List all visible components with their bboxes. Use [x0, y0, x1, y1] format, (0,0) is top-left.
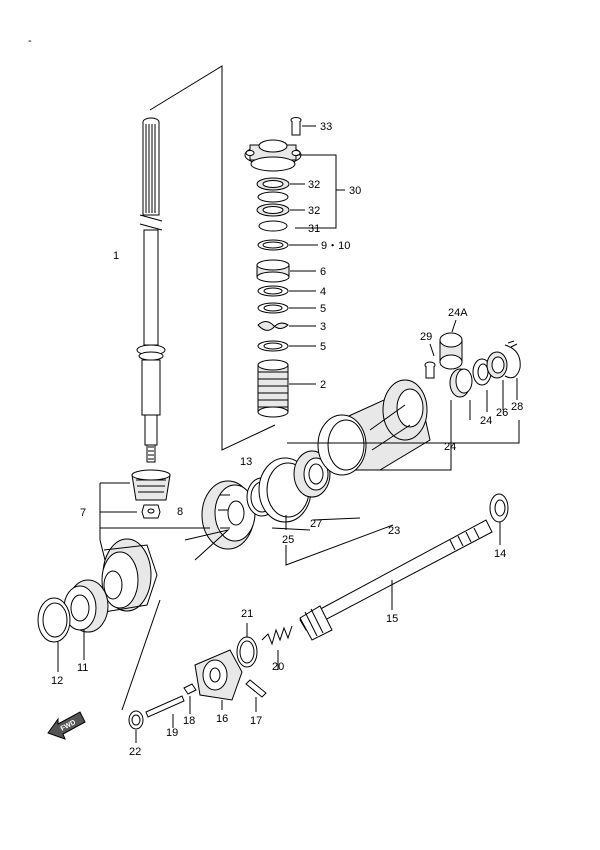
callout-22: 22 [129, 746, 141, 758]
fwd-arrow-icon: FWD [47, 711, 86, 740]
callout-24b: 24 [480, 415, 492, 427]
push-rod-19 [145, 695, 185, 718]
retaining-ring-28 [504, 340, 521, 379]
callout-32a: 32 [308, 179, 320, 191]
washer-5a [257, 302, 289, 314]
callout-33: 33 [320, 121, 332, 133]
callout-16: 16 [216, 713, 228, 725]
wave-spring-3 [257, 321, 289, 331]
callout-5a: 5 [320, 303, 326, 315]
top-mark: - [28, 35, 32, 47]
spring-ring-21 [236, 636, 258, 668]
callout-31: 31 [308, 223, 320, 235]
callout-13: 13 [240, 456, 252, 468]
bolt-29 [424, 361, 436, 379]
callouts: 1 33 32 30 32 31 9・10 6 4 5 3 5 2 24A 29… [51, 121, 523, 758]
bearing-housing [244, 139, 302, 172]
callout-7: 7 [80, 507, 86, 519]
callout-21: 21 [241, 608, 253, 620]
pin-17 [245, 679, 267, 698]
callout-28: 28 [511, 401, 523, 413]
callout-6: 6 [320, 266, 326, 278]
callout-29: 29 [420, 331, 432, 343]
oil-seal-26 [486, 351, 508, 379]
callout-15: 15 [386, 613, 398, 625]
callout-30: 30 [349, 185, 361, 197]
upper-bearing-stack [256, 177, 290, 251]
callout-18: 18 [183, 715, 195, 727]
callout-1: 1 [113, 250, 119, 262]
propeller-shaft [299, 519, 493, 641]
pin-18 [183, 683, 197, 695]
ball-bearing-27 [293, 450, 331, 498]
callout-24A: 24A [448, 307, 468, 319]
callout-12: 12 [51, 675, 63, 687]
oil-seal-24 [472, 358, 492, 386]
callout-26: 26 [496, 407, 508, 419]
spring-20 [261, 625, 293, 646]
needle-bearing-24A [439, 332, 463, 370]
propeller-shaft-housing [317, 379, 431, 476]
callout-8: 8 [177, 506, 183, 518]
pinion-gear [131, 469, 171, 501]
callout-17: 17 [250, 715, 262, 727]
shim-ring-12 [37, 597, 71, 643]
washer-4 [257, 285, 289, 297]
callout-4: 4 [320, 286, 326, 298]
gear-bearing-11 [63, 579, 109, 633]
roller-bearing-2 [257, 359, 289, 418]
clutch-dog [194, 649, 243, 701]
callout-23: 23 [388, 525, 400, 537]
washer-22 [128, 710, 144, 730]
callout-32b: 32 [308, 205, 320, 217]
callout-24a: 24 [444, 441, 456, 453]
pinion-nut [141, 504, 161, 519]
housing-bolt [290, 117, 302, 136]
thrust-bearing [256, 259, 290, 283]
thrust-washer-14 [489, 493, 509, 523]
callout-27: 27 [310, 518, 322, 530]
callout-14: 14 [494, 548, 506, 560]
callout-2: 2 [320, 379, 326, 391]
needle-bearing-24 [449, 368, 473, 398]
drive-shaft [136, 117, 166, 463]
callout-5b: 5 [320, 341, 326, 353]
callout-25: 25 [282, 534, 294, 546]
bevel-gear-large [101, 538, 158, 613]
callout-20: 20 [272, 661, 284, 673]
callout-11: 11 [77, 662, 88, 674]
callout-19: 19 [166, 727, 178, 739]
callout-9-10: 9・10 [321, 240, 350, 252]
forward-gear [201, 480, 256, 550]
callout-3: 3 [320, 321, 326, 333]
washer-5b [257, 340, 289, 352]
